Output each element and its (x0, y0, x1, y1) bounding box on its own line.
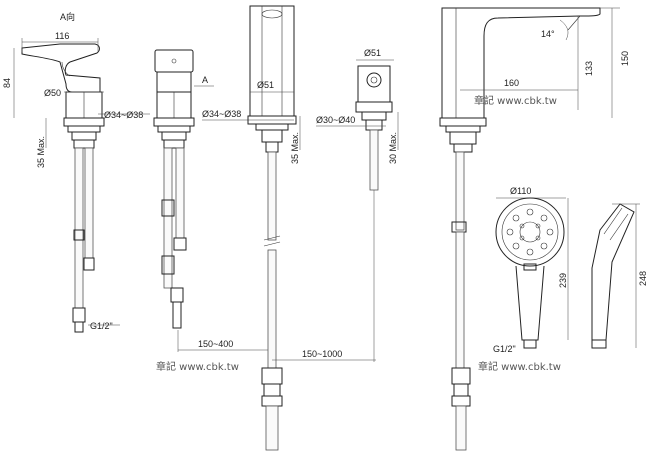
dim-239: 239 (558, 273, 568, 288)
label-view-a: A向 (60, 11, 75, 22)
dim-150: 150 (620, 51, 630, 66)
watermark-2: 章記 www.cbk.tw (474, 94, 557, 107)
dim-34-38-a: Ø34~Ø38 (104, 110, 143, 120)
dim-35max-a: 35 Max. (36, 136, 46, 168)
dim-50: Ø50 (44, 88, 61, 98)
dim-51-a: Ø51 (257, 80, 274, 90)
g12-label-a: G1/2" (90, 321, 113, 331)
dim-248: 248 (638, 271, 648, 286)
view-holder: Ø51 Ø30~Ø40 30 Max. (316, 48, 399, 362)
watermark-1: 章記 www.cbk.tw (156, 360, 239, 373)
g12-label-b: G1/2" (493, 344, 516, 354)
dim-14deg: 14° (541, 29, 555, 39)
dim-34-38-b: Ø34~Ø38 (202, 109, 241, 119)
dim-51-b: Ø51 (364, 48, 381, 58)
dim-150-400: 150~400 (198, 339, 233, 349)
view-hand-shower-side: 248 (591, 203, 648, 349)
dim-84: 84 (2, 78, 12, 88)
view-spout-side: 14° 160 133 150 (439, 7, 630, 451)
dim-116: 116 (55, 31, 69, 41)
dim-30-40: Ø30~Ø40 (316, 115, 355, 125)
a-marker: A (202, 75, 208, 85)
dim-133: 133 (584, 61, 594, 76)
watermark-3: 章記 www.cbk.tw (478, 360, 561, 373)
dim-30max: 30 Max. (388, 132, 398, 164)
dim-160: 160 (504, 78, 519, 88)
view-lever-front: A 150~400 (153, 49, 270, 352)
dim-110: Ø110 (510, 186, 531, 196)
view-spout-front: Ø51 Ø34~Ø38 35 Max. 150~1000 (202, 5, 376, 451)
dim-35max-b: 35 Max. (290, 132, 300, 164)
view-lever-side: A向 116 84 Ø50 Ø34~Ø38 35 Max. G1/2" (2, 11, 150, 333)
view-hand-shower-front: Ø110 239 G1/2" (493, 186, 569, 354)
dim-150-1000: 150~1000 (302, 349, 342, 359)
